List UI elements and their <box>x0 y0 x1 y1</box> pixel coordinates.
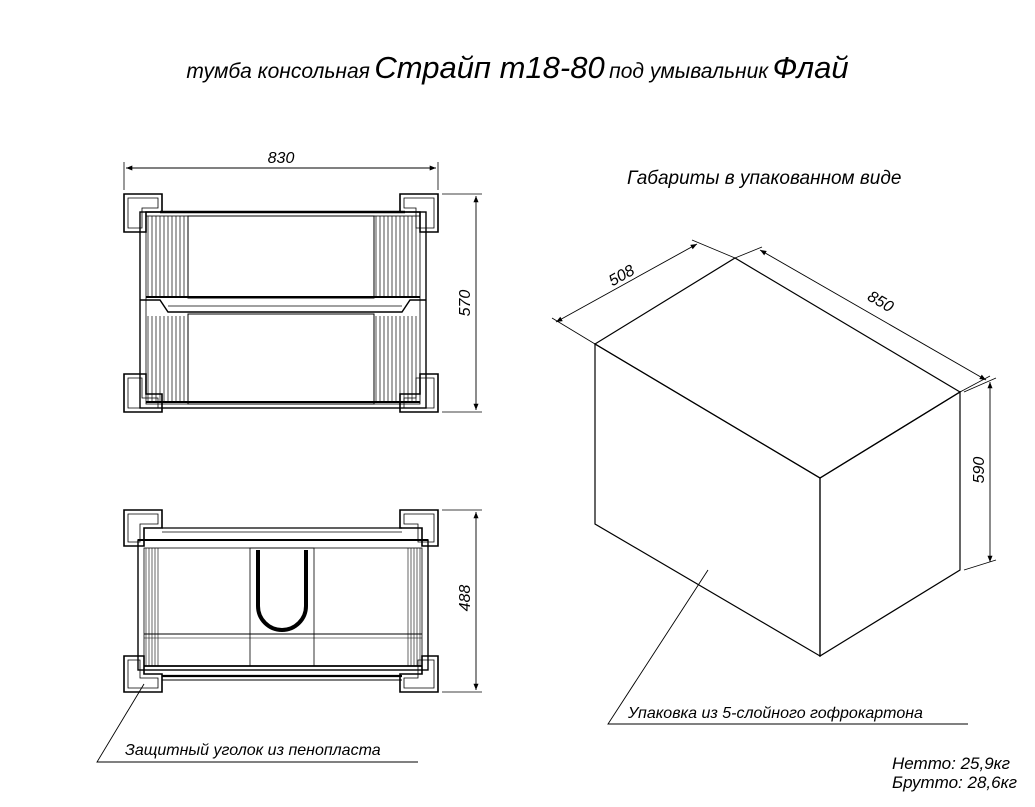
drawing-title: тумба консольная Страйп т18-80 под умыва… <box>0 50 1035 86</box>
front-width-dimension: 830 <box>123 150 439 190</box>
top-depth-label: 488 <box>457 585 474 612</box>
package-height-label: 590 <box>971 457 988 484</box>
top-view: 488 Защитный уголок из пенопласта <box>96 509 482 763</box>
top-view-body <box>137 539 429 671</box>
top-foam-corners <box>123 509 439 693</box>
weights-block: Нетто: 25,9кг Брутто: 28,6кг <box>892 754 1017 792</box>
front-view: 830 570 <box>123 150 482 413</box>
package-height-dimension: 590 <box>963 377 997 571</box>
front-width-label: 830 <box>268 150 295 167</box>
front-foam-corners <box>123 193 439 413</box>
package-material-note: Упаковка из 5-слойного гофрокартона <box>627 705 923 722</box>
box-side-face <box>819 390 961 658</box>
sink-edge <box>140 299 426 313</box>
siphon-cutout <box>256 550 308 632</box>
corner-note-leader <box>96 683 418 763</box>
title-model: Страйп т18-80 <box>374 50 605 85</box>
package-depth-dimension: 508 <box>551 239 736 345</box>
title-middle: под умывальник <box>609 60 769 83</box>
top-depth-dimension: 488 <box>442 509 482 693</box>
package-width-dimension: 850 <box>734 246 991 393</box>
title-sink: Флай <box>772 50 849 85</box>
box-front-face <box>594 342 821 658</box>
front-height-label: 570 <box>457 290 474 317</box>
cabinet-body <box>139 211 427 409</box>
title-prefix: тумба консольная <box>186 60 370 83</box>
side-panel-hatching <box>147 216 417 402</box>
package-width-label: 850 <box>864 288 896 316</box>
package-view: Габариты в упакованном виде 508 850 590 <box>551 168 997 725</box>
corner-note: Защитный уголок из пенопласта <box>125 742 381 759</box>
box-top-face <box>593 257 962 479</box>
package-heading: Габариты в упакованном виде <box>627 168 901 189</box>
net-weight: Нетто: 25,9кг <box>892 754 1011 773</box>
package-note-leader <box>607 569 968 725</box>
gross-weight: Брутто: 28,6кг <box>892 773 1017 792</box>
front-height-dimension: 570 <box>442 193 482 413</box>
